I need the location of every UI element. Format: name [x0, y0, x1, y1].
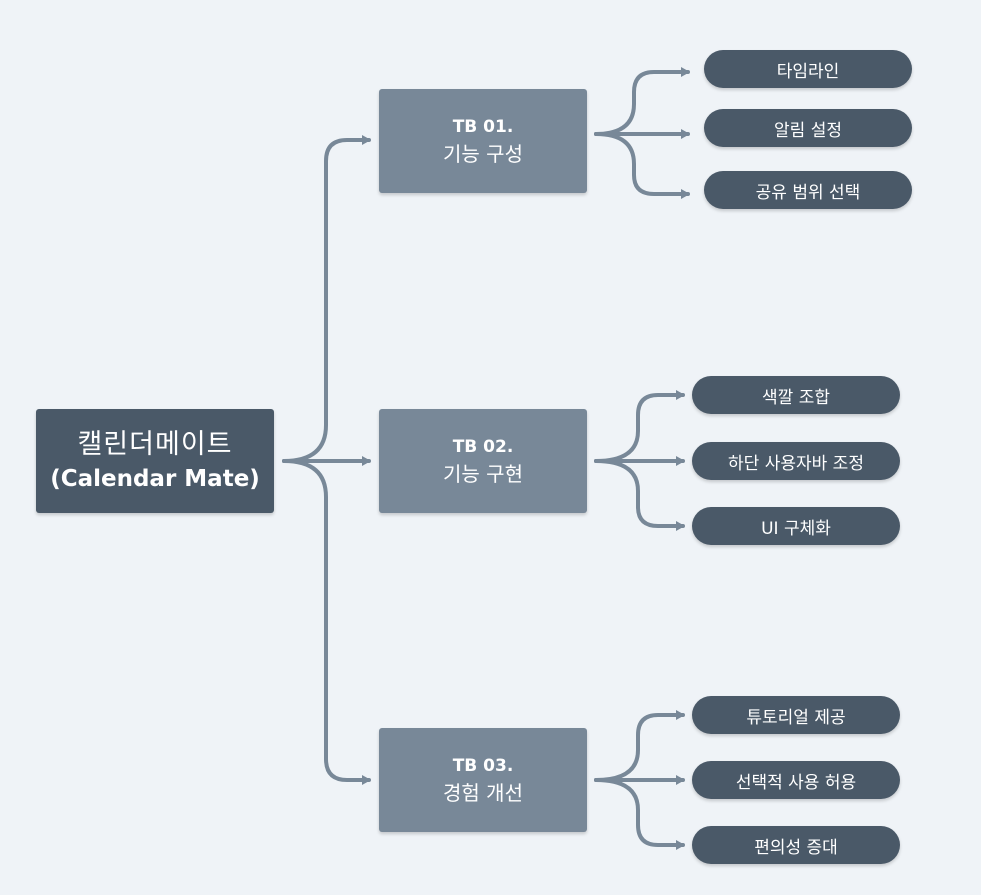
branch-code: TB 01.: [452, 117, 514, 137]
branch-label: 기능 구현: [443, 462, 523, 486]
leaf-node-share-scope[interactable]: 공유 범위 선택: [704, 171, 912, 209]
branch-node-tb02[interactable]: TB 02. 기능 구현: [379, 409, 587, 513]
connector-branch-1-item-1: [594, 67, 690, 136]
branch-label: 경험 개선: [443, 781, 523, 805]
root-title-korean: 캘린더메이트: [77, 429, 233, 460]
branch-code: TB 03.: [452, 756, 514, 776]
branch-label: 기능 구성: [443, 142, 523, 166]
leaf-node-ui-detail[interactable]: UI 구체화: [692, 507, 900, 545]
branch-code: TB 02.: [452, 437, 514, 457]
connector-branch-1-item-3: [594, 132, 690, 199]
connector-branch-2-item-3: [594, 459, 685, 531]
leaf-node-bottom-userbar[interactable]: 하단 사용자바 조정: [692, 442, 900, 480]
connector-branch-3-item-3: [594, 778, 685, 850]
leaf-node-timeline[interactable]: 타임라인: [704, 50, 912, 88]
root-title-english: (Calendar Mate): [50, 466, 260, 492]
connector-root-to-branch-3: [282, 459, 371, 785]
connector-root-to-branch-1: [282, 135, 371, 463]
root-node[interactable]: 캘린더메이트 (Calendar Mate): [36, 409, 274, 513]
leaf-node-convenience[interactable]: 편의성 증대: [692, 826, 900, 864]
branch-node-tb01[interactable]: TB 01. 기능 구성: [379, 89, 587, 193]
leaf-node-tutorial[interactable]: 튜토리얼 제공: [692, 696, 900, 734]
branch-node-tb03[interactable]: TB 03. 경험 개선: [379, 728, 587, 832]
leaf-node-optional-use[interactable]: 선택적 사용 허용: [692, 761, 900, 799]
connector-branch-2-item-1: [594, 390, 685, 463]
connector-branch-3-item-1: [594, 710, 685, 782]
leaf-node-notification-settings[interactable]: 알림 설정: [704, 109, 912, 147]
leaf-node-color-combo[interactable]: 색깔 조합: [692, 376, 900, 414]
